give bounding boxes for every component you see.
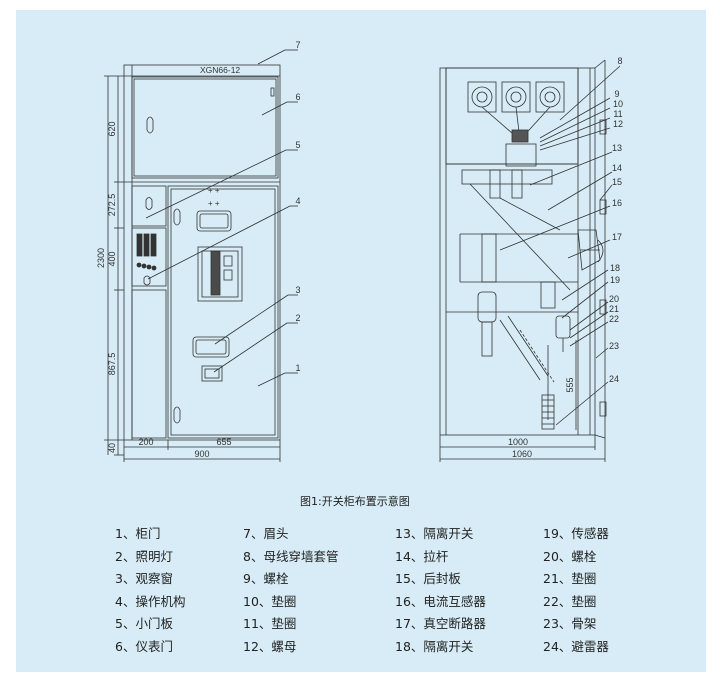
callout-number: 9 <box>614 89 619 99</box>
callout-number: 12 <box>613 119 623 129</box>
callout-number: 10 <box>613 99 623 109</box>
small-door-plate <box>131 185 167 227</box>
front-cabinet-outline <box>123 64 281 441</box>
legend-item: 8、母线穿墙套管 <box>243 548 339 564</box>
dimension-label: 1000 <box>508 437 528 447</box>
callout-number: 7 <box>295 40 300 50</box>
callout-number: 8 <box>617 56 622 66</box>
callout-number: 22 <box>609 314 619 324</box>
operating-mechanism <box>197 246 243 302</box>
callout-number: 11 <box>613 109 622 119</box>
dimension-label: 867.5 <box>107 353 117 376</box>
legend-item: 10、垫圈 <box>243 593 297 609</box>
legend-item: 23、骨架 <box>543 616 597 631</box>
legend-column-4: 19、传感器 20、螺栓 21、垫圈 22、垫圈 23、骨架 24、避雷器 <box>543 523 609 658</box>
dimension-label: 555 <box>565 377 575 392</box>
dimension-label: 400 <box>107 251 117 266</box>
legend-column-3: 13、隔离开关 14、拉杆 15、后封板 16、电流互感器 17、真空断路器 1… <box>395 523 486 658</box>
front-callout-numbers: 7 6 5 4 3 2 1 <box>295 40 300 373</box>
legend-item: 13、隔离开关 <box>395 526 474 541</box>
legend-item: 9、螺栓 <box>243 571 289 586</box>
front-dimension-labels: 2300 620 272.5 400 867.5 40 200 655 900 <box>96 121 232 459</box>
callout-number: 18 <box>610 263 620 273</box>
legend-item: 17、真空断路器 <box>395 616 486 631</box>
bushing-3 <box>535 81 565 113</box>
legend-column-2: 7、眉头 8、母线穿墙套管 9、螺栓 10、垫圈 11、垫圈 12、螺母 <box>243 523 338 658</box>
legend-item: 7、眉头 <box>243 526 289 541</box>
legend-item: 18、隔离开关 <box>395 638 474 654</box>
svg-text:+ +: + + <box>208 199 220 208</box>
bushing-2 <box>501 81 531 113</box>
dimension-label: 200 <box>138 437 153 447</box>
callout-number: 4 <box>295 196 300 206</box>
front-view: + + + + <box>104 49 298 462</box>
callout-number: 20 <box>609 294 619 304</box>
lighting-lamp <box>201 365 223 382</box>
callout-number: 24 <box>609 374 619 384</box>
callout-number: 21 <box>609 304 619 314</box>
dimension-total-height: 2300 <box>96 248 106 268</box>
legend-item: 24、避雷器 <box>543 638 609 654</box>
dimension-label: 40 <box>107 443 117 453</box>
door-handle-upper <box>146 116 154 134</box>
callout-number: 1 <box>295 363 300 373</box>
model-label: XGN66-12 <box>200 65 240 75</box>
instrument-door <box>131 76 279 179</box>
legend-item: 11、垫圈 <box>243 616 297 631</box>
callout-number: 16 <box>612 198 622 208</box>
dimension-label: 1060 <box>512 449 532 459</box>
legend-item: 2、照明灯 <box>115 548 173 564</box>
bushing-1 <box>467 81 497 113</box>
callout-number: 3 <box>295 285 300 295</box>
legend-item: 1、柜门 <box>115 526 161 541</box>
dimension-label: 272.5 <box>107 194 117 217</box>
legend-item: 16、电流互感器 <box>395 593 486 609</box>
legend-item: 20、螺栓 <box>543 548 597 564</box>
busbar-compartment <box>445 67 579 165</box>
side-view <box>439 59 621 462</box>
legend-item: 3、观察窗 <box>115 571 173 586</box>
legend-column-1: 1、柜门 2、照明灯 3、观察窗 4、操作机构 5、小门板 6、仪表门 <box>115 523 185 658</box>
window-upper <box>196 210 232 232</box>
figure-panel <box>16 10 706 672</box>
small-door <box>131 227 167 287</box>
legend-item: 22、垫圈 <box>543 593 597 609</box>
legend-item: 6、仪表门 <box>115 638 173 654</box>
callout-number: 6 <box>295 92 300 102</box>
callout-number: 19 <box>610 275 620 285</box>
callout-number: 23 <box>609 341 619 351</box>
figure-caption: 图1:开关柜布置示意图 <box>300 495 410 508</box>
legend-item: 21、垫圈 <box>543 571 597 586</box>
dimension-label: 900 <box>194 449 209 459</box>
legend-item: 12、螺母 <box>243 638 297 654</box>
dimension-label: 655 <box>216 437 231 447</box>
legend-item: 15、后封板 <box>395 571 461 586</box>
callout-number: 2 <box>295 313 300 323</box>
callout-number: 5 <box>295 140 300 150</box>
legend-item: 14、拉杆 <box>395 548 449 564</box>
observation-window <box>192 336 230 358</box>
svg-text:+ +: + + <box>208 186 220 195</box>
callout-number: 15 <box>612 177 622 187</box>
dimension-label: 620 <box>107 121 117 136</box>
callout-number: 14 <box>612 163 622 173</box>
callout-number: 17 <box>612 232 622 242</box>
legend-item: 19、传感器 <box>543 526 609 541</box>
cabinet-door <box>167 185 279 439</box>
callout-number: 13 <box>612 143 622 153</box>
legend-item: 5、小门板 <box>115 616 173 631</box>
legend-item: 4、操作机构 <box>115 593 186 609</box>
side-dimension-labels: 1000 1060 555 <box>508 377 575 459</box>
